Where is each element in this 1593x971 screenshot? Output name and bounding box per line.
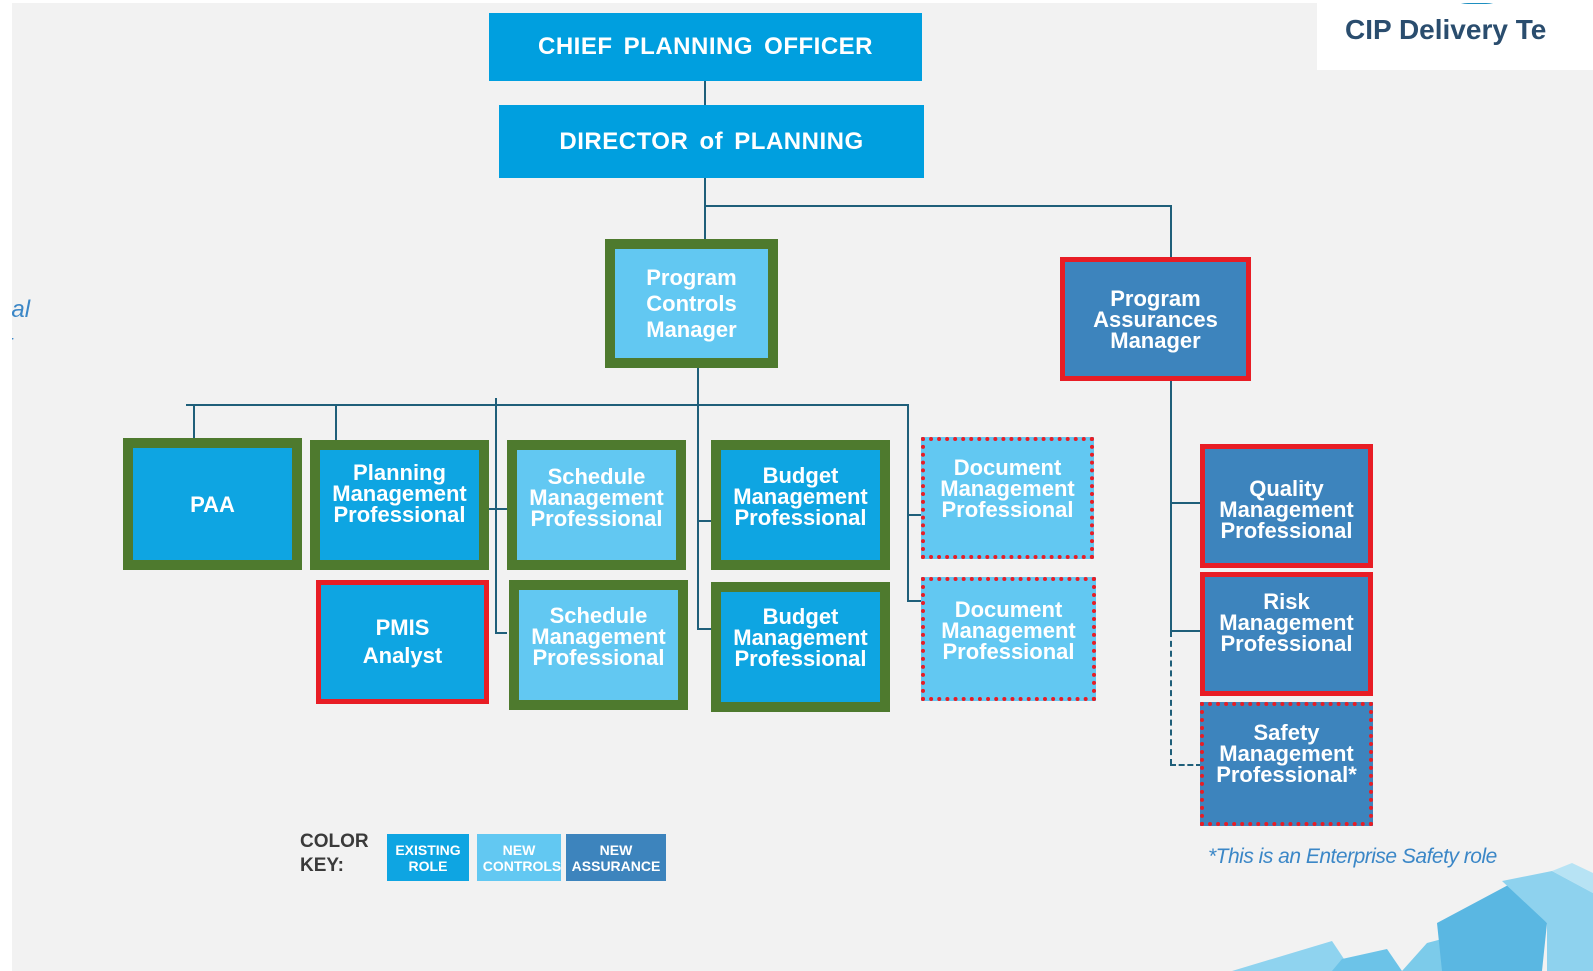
connector-budget2 [697, 628, 711, 630]
planning-line-2: Management [332, 481, 467, 506]
side-note-fragment: nal rt [12, 293, 30, 361]
safety-line-2: Management [1219, 741, 1354, 766]
schedule2-line-3: Professional [532, 645, 665, 670]
team-label: CIP Delivery Te [1345, 14, 1547, 45]
planning-management-professional-box: Planning Management Professional [310, 440, 489, 570]
connector-document1 [907, 514, 921, 516]
chief-planning-officer-label: CHIEF PLANNING OFFICER [538, 33, 873, 60]
program-controls-manager-box: Program Controls Manager [605, 239, 778, 368]
connector-safety [1170, 764, 1202, 766]
connector-schedule1 [489, 508, 507, 510]
connector-quality [1170, 502, 1202, 504]
connector-document2 [907, 600, 921, 602]
connector-budget1 [697, 520, 711, 522]
connector-paa [193, 404, 195, 446]
safety-line-3: Professional* [1216, 762, 1357, 787]
budget2-line-3: Professional [734, 646, 867, 671]
document1-line-1: Document [953, 455, 1062, 480]
director-of-planning-label: DIRECTOR of PLANNING [559, 127, 864, 155]
connector-schedule-trunk [495, 398, 497, 634]
budget-management-professional-box-1: Budget Management Professional [711, 440, 890, 570]
color-key-title-line-1: COLOR [300, 831, 369, 852]
document2-line-1: Document [954, 597, 1063, 622]
pmis-line-2: Analyst [362, 643, 443, 668]
connector-staff-bus [186, 404, 909, 406]
controls-manager-line-3: Manager [646, 316, 737, 342]
connector-assurance-dashed [1170, 631, 1172, 765]
safety-management-professional-box: Safety Management Professional* [1200, 702, 1373, 826]
budget2-line-1: Budget [762, 604, 839, 629]
budget1-line-1: Budget [762, 463, 839, 488]
schedule2-line-2: Management [531, 624, 666, 649]
schedule2-line-1: Schedule [549, 603, 648, 628]
risk-line-2: Management [1219, 610, 1354, 635]
connector-assurance-trunk [1170, 205, 1172, 631]
schedule-management-professional-box-2: Schedule Management Professional [509, 580, 688, 710]
color-key-new-assurance: NEW ASSURANCE [566, 834, 666, 881]
schedule-management-professional-box-1: Schedule Management Professional [507, 440, 686, 570]
side-note-line-2: rt [12, 327, 30, 361]
key-assurance-line-1: NEW [599, 841, 633, 858]
document2-line-2: Management [941, 618, 1076, 643]
key-existing-line-2: ROLE [408, 857, 448, 874]
pmis-analyst-box: PMIS Analyst [316, 580, 489, 704]
assurance-manager-line-1: Program [1110, 285, 1201, 311]
risk-line-3: Professional [1220, 631, 1353, 656]
schedule1-line-3: Professional [530, 506, 663, 531]
connector-planning [335, 404, 337, 446]
footnote: *This is an Enterprise Safety role [1208, 845, 1497, 868]
document1-line-3: Professional [941, 497, 1074, 522]
budget2-line-2: Management [733, 625, 868, 650]
color-key-title-line-2: KEY: [300, 855, 344, 876]
document-management-professional-box-2: Document Management Professional [921, 577, 1096, 701]
connector-controls-down [697, 368, 699, 406]
logo-arc-icon [1442, 3, 1512, 4]
connector-budget-trunk [697, 404, 699, 630]
safety-line-1: Safety [1253, 720, 1320, 745]
org-chart-slide: CIP Delivery Te nal rt CHIEF PLANNING OF… [12, 3, 1593, 971]
assurance-manager-line-3: Manager [1110, 327, 1201, 353]
document-management-professional-box-1: Document Management Professional [921, 437, 1094, 559]
color-key-existing-role: EXISTING ROLE [387, 834, 469, 881]
color-key-title: COLOR KEY: [300, 830, 369, 878]
assurance-manager-line-2: Assurances [1093, 306, 1218, 332]
team-logo-panel: CIP Delivery Te [1317, 3, 1593, 70]
director-of-planning-box: DIRECTOR of PLANNING [499, 105, 924, 178]
controls-manager-line-1: Program [646, 264, 737, 290]
paa-label: PAA [190, 491, 235, 517]
color-key-new-controls: NEW CONTROLS [477, 834, 561, 881]
program-assurances-manager-box: Program Assurances Manager [1060, 257, 1251, 381]
document1-line-2: Management [940, 476, 1075, 501]
pmis-line-1: PMIS [375, 615, 430, 640]
risk-management-professional-box: Risk Management Professional [1200, 572, 1373, 696]
planning-line-3: Professional [333, 502, 466, 527]
paa-box: PAA [123, 438, 302, 570]
decorative-skyline-graphic [1232, 863, 1593, 971]
document2-line-3: Professional [942, 639, 1075, 664]
key-assurance-line-2: ASSURANCE [571, 857, 661, 874]
schedule1-line-2: Management [529, 485, 664, 510]
risk-line-1: Risk [1263, 589, 1310, 614]
connector-director-assurance-h [704, 205, 1172, 207]
planning-line-1: Planning [353, 460, 446, 485]
connector-document-trunk [907, 404, 909, 600]
chief-planning-officer-box: CHIEF PLANNING OFFICER [489, 13, 922, 81]
budget1-line-3: Professional [734, 505, 867, 530]
quality-management-professional-box: Quality Management Professional [1200, 444, 1373, 568]
key-existing-line-1: EXISTING [395, 841, 461, 858]
key-controls-line-1: NEW [502, 841, 536, 858]
quality-line-3: Professional [1220, 517, 1353, 543]
side-note-line-1: nal [12, 296, 31, 323]
quality-line-2: Management [1219, 496, 1354, 522]
key-controls-line-2: CONTROLS [482, 857, 562, 874]
budget1-line-2: Management [733, 484, 868, 509]
connector-director-down [704, 178, 706, 240]
connector-risk [1170, 630, 1202, 632]
quality-line-1: Quality [1249, 475, 1324, 501]
connector-schedule2 [495, 632, 507, 634]
controls-manager-line-2: Controls [646, 290, 737, 316]
schedule1-line-1: Schedule [547, 464, 646, 489]
connector-cpo-director [704, 81, 706, 105]
budget-management-professional-box-2: Budget Management Professional [711, 582, 890, 712]
